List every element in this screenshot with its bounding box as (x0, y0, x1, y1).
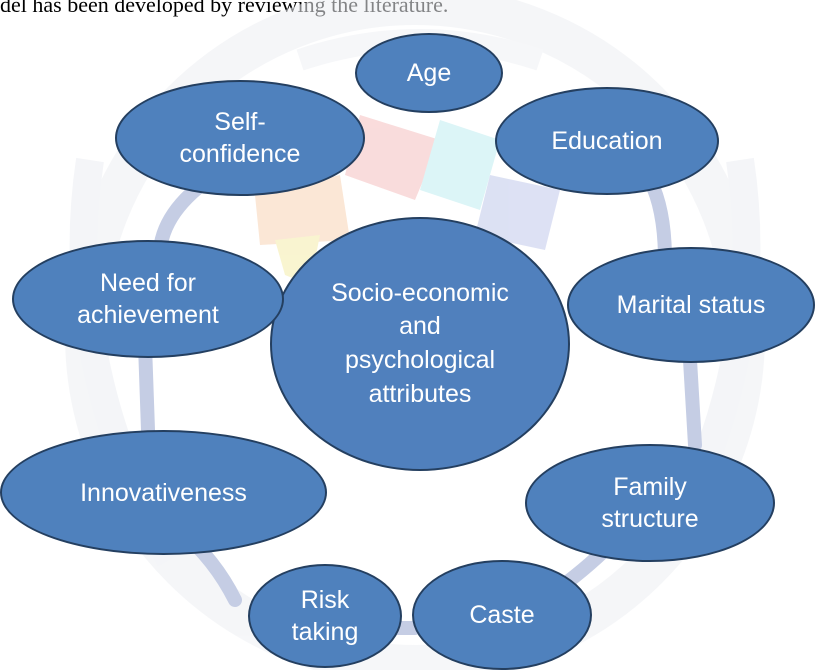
node-education-label: Education (551, 127, 663, 155)
pastel-petals (255, 115, 560, 285)
node-need-for-achievement: Need for achievement (12, 240, 284, 358)
node-caste-label: Caste (469, 601, 535, 629)
node-self-confidence: Self- confidence (115, 80, 365, 196)
node-innovativeness: Innovativeness (0, 430, 327, 555)
node-marital-status: Marital status (567, 247, 815, 363)
node-risk-taking: Risk taking (248, 564, 402, 668)
node-age-label: Age (406, 59, 452, 87)
node-education: Education (495, 87, 719, 195)
center-label: Socio-economic and psychological attribu… (331, 278, 509, 408)
node-need-for-achievement-label: Need for achievement (77, 269, 219, 329)
node-innovativeness-label: Innovativeness (80, 478, 247, 507)
node-marital-status-label: Marital status (616, 291, 766, 319)
node-caste: Caste (412, 560, 592, 670)
node-risk-taking-label: Risk taking (291, 586, 359, 646)
node-family-structure-label: Family structure (601, 473, 699, 533)
node-age: Age (355, 33, 503, 113)
center-node: Socio-economic and psychological attribu… (270, 217, 570, 471)
node-family-structure: Family structure (525, 444, 775, 562)
node-self-confidence-label: Self- confidence (179, 108, 301, 168)
